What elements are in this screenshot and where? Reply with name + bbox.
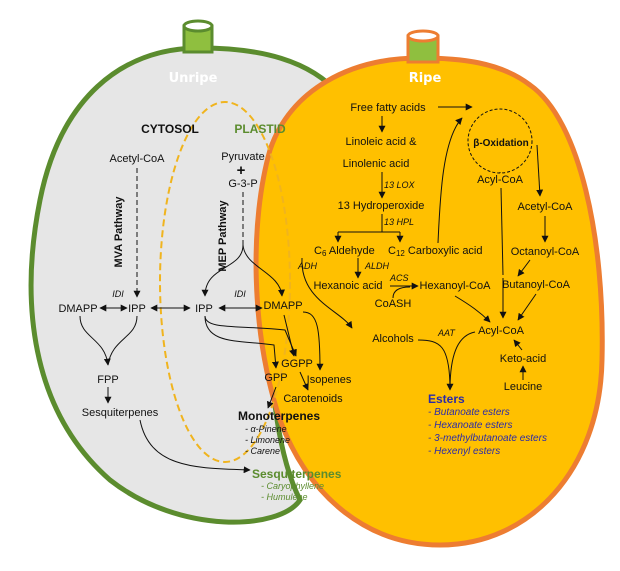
beta-oxidation-label: β-Oxidation: [473, 138, 529, 149]
ripe-stem: [406, 29, 440, 64]
mep-pathway-label: MEP Pathway: [217, 199, 229, 271]
hexanoic-acid-label: Hexanoic acid: [313, 280, 382, 292]
sesquiterpenes-title: Sesquiterpenes: [252, 467, 342, 481]
cytosol-arrows: [79, 168, 251, 474]
ester-item: - Butanoate esters: [428, 407, 510, 418]
butanoyl-coa-label: Butanoyl-CoA: [502, 279, 571, 291]
lox-enzyme: 13 LOX: [384, 180, 416, 190]
sesquiterpenes-cytosol: Sesquiterpenes: [82, 407, 159, 419]
acyl-coa-bottom-label: Acyl-CoA: [478, 325, 525, 337]
fpp-label: FPP: [97, 374, 118, 386]
aat-enzyme: AAT: [437, 328, 456, 338]
hydroperoxide-label: 13 Hydroperoxide: [338, 200, 425, 212]
octanoyl-coa-label: Octanoyl-CoA: [511, 246, 580, 258]
esters-title: Esters: [428, 392, 465, 406]
hexanoyl-coa-label: Hexanoyl-CoA: [420, 280, 492, 292]
unripe-stem: [182, 19, 214, 54]
monoterpenes-title: Monoterpenes: [238, 409, 320, 423]
linolenic-acid-label: Linolenic acid: [343, 158, 410, 170]
aldh-enzyme: ALDH: [364, 261, 390, 271]
c6-aldehyde-label: C6 Aldehyde: [314, 245, 375, 258]
ripe-title: Ripe: [409, 71, 442, 86]
plastid-region: [159, 101, 291, 463]
leucine-label: Leucine: [504, 381, 543, 393]
isopenes-label: Isopenes: [307, 374, 352, 386]
acetyl-coa-cytosol: Acetyl-CoA: [109, 153, 165, 165]
ipp-cytosol: IPP: [128, 303, 146, 315]
plastid-label: PLASTID: [234, 122, 286, 136]
gpp-label: GPP: [264, 372, 287, 384]
g3p-label: G-3-P: [228, 178, 257, 190]
monoterpene-item: - Limonene: [245, 435, 290, 445]
unripe-title: Unripe: [169, 71, 218, 86]
dmapp-cytosol: DMAPP: [58, 303, 97, 315]
mva-pathway-label: MVA Pathway: [113, 196, 125, 268]
coash-label: CoASH: [375, 298, 412, 310]
ripe-fruit-shape: [253, 55, 605, 548]
ester-item: - 3-methylbutanoate esters: [428, 433, 547, 444]
idi-plastid: IDI: [234, 289, 246, 299]
acyl-coa-top-label: Acyl-CoA: [477, 174, 524, 186]
ipp-plastid: IPP: [195, 303, 213, 315]
sesquiterpene-item: - Humulene: [261, 492, 308, 502]
acetyl-coa-ripe-label: Acetyl-CoA: [517, 201, 573, 213]
monoterpene-item: - α-Pinene: [245, 424, 287, 434]
adh-enzyme: ADH: [297, 261, 318, 271]
acs-enzyme: ACS: [389, 273, 409, 283]
keto-acid-label: Keto-acid: [500, 353, 546, 365]
plastid-arrows: [201, 192, 324, 409]
plus-sign: +: [237, 162, 246, 179]
linoleic-acid-label: Linoleic acid &: [346, 136, 418, 148]
sesquiterpene-item: - Caryophyllene: [261, 481, 324, 491]
cytosol-label: CYTOSOL: [141, 122, 199, 136]
ester-item: - Hexenyl esters: [428, 446, 500, 457]
monoterpene-item: - Carene: [245, 446, 280, 456]
ester-item: - Hexanoate esters: [428, 420, 513, 431]
carotenoids-label: Carotenoids: [283, 393, 343, 405]
ggpp-label: GGPP: [281, 358, 313, 370]
c12-carboxylic-acid-label: C12 Carboxylic acid: [388, 245, 483, 258]
hpl-enzyme: 13 HPL: [384, 217, 414, 227]
idi-cytosol: IDI: [112, 289, 124, 299]
dmapp-plastid: DMAPP: [263, 300, 302, 312]
free-fatty-acids-label: Free fatty acids: [350, 102, 426, 114]
ripe-arrows: [301, 103, 549, 391]
alcohols-label: Alcohols: [372, 333, 414, 345]
pyruvate-label: Pyruvate: [221, 151, 264, 163]
